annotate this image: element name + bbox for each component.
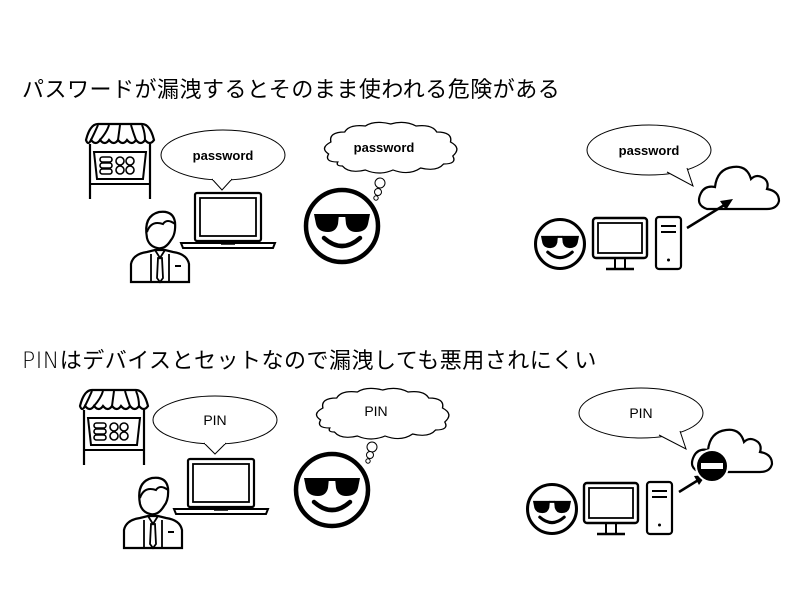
shop-icon xyxy=(78,388,150,467)
thought-bubble-text: PIN xyxy=(364,403,387,419)
businessman-icon xyxy=(122,476,184,550)
shop-icon xyxy=(84,122,156,201)
desktop-pc-icon xyxy=(582,480,674,536)
no-entry-icon xyxy=(695,449,729,483)
laptop-icon xyxy=(179,191,277,250)
speech-bubble-right-text: password xyxy=(619,143,680,158)
cool-smiley-icon xyxy=(306,190,378,262)
speech-bubble-left-text: PIN xyxy=(203,412,226,428)
heading-password-risk: パスワードが漏洩するとそのまま使われる危険がある xyxy=(22,78,561,103)
arrow-icon xyxy=(720,199,733,210)
cool-smiley-small-icon xyxy=(525,482,579,536)
speech-bubble-right-text: PIN xyxy=(629,405,652,421)
speech-bubble-left-text: password xyxy=(193,148,254,163)
cool-smiley-icon xyxy=(296,454,368,526)
businessman-icon xyxy=(129,210,191,284)
cloud-icon xyxy=(697,165,781,211)
heading-pin-safe: PINはデバイスとセットなので漏洩しても悪用されにくい xyxy=(22,349,597,374)
thought-bubble-text: password xyxy=(354,140,415,155)
laptop-icon xyxy=(172,457,270,516)
cool-smiley-small-icon xyxy=(533,217,587,271)
desktop-pc-icon xyxy=(591,215,683,271)
